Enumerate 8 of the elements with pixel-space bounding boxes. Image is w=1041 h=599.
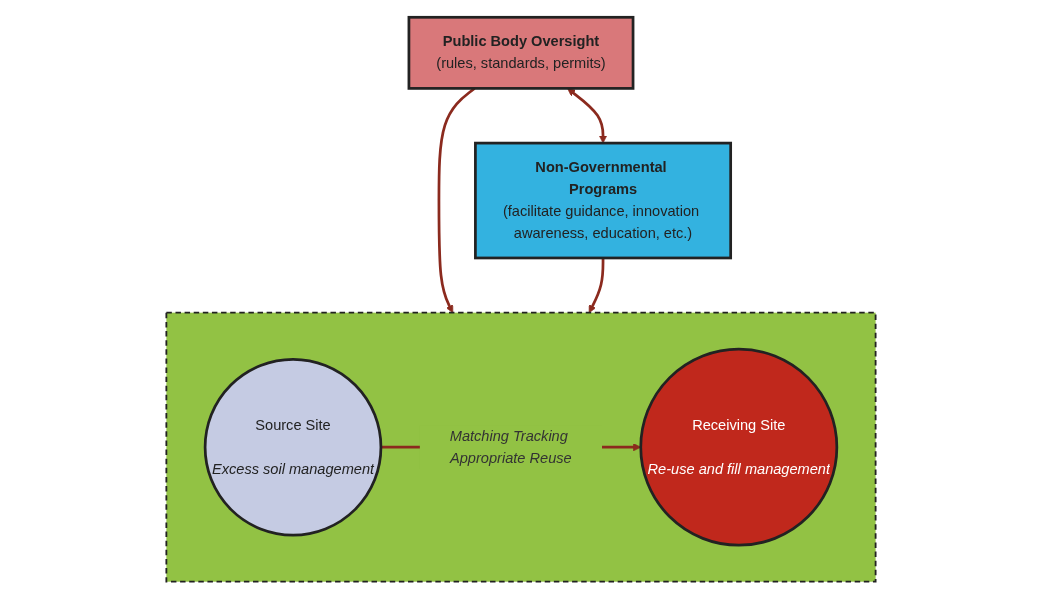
arrow [566, 88, 607, 144]
node-circle: Source Site Excess soil management [203, 357, 382, 537]
cluster [164, 311, 877, 583]
node-box: Non-Governmental Programs (facilitate guidance, innovation awareness, education, etc.) [473, 141, 732, 260]
node-box: Public Body Oversight (rules, standards, permits) [407, 15, 634, 90]
arrow [588, 257, 604, 314]
edge-label: Matching Tracking Appropriate Reuse [449, 428, 572, 466]
node-circle: Receiving Site Re-use and fill management [638, 347, 838, 547]
